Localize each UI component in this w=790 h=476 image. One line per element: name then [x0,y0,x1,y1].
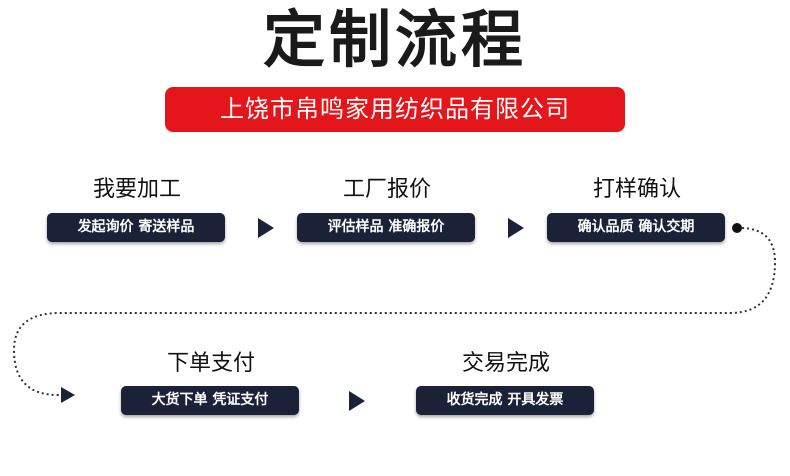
arrow-3-icon [349,391,365,411]
step-5-title: 交易完成 [461,351,550,376]
connector-arrow-icon [61,387,75,403]
step-4-detail: 大货下单 凭证支付 [121,386,299,415]
step-3-title: 打样确认 [592,177,681,202]
step-4-title: 下单支付 [166,351,255,376]
dotted-path [12,227,777,396]
page-title: 定制流程 [262,3,527,76]
step-2-detail: 评估样品 准确报价 [297,213,475,242]
step-5-detail: 收货完成 开具发票 [416,386,594,415]
connector-start-dot [732,223,742,233]
step-1-title: 我要加工 [92,177,181,202]
company-banner: 上饶市帛鸣家用纺织品有限公司 [165,87,625,132]
step-2-title: 工厂报价 [342,177,431,202]
arrow-2-icon [508,218,524,238]
step-1-detail: 发起询价 寄送样品 [47,213,225,242]
step-3-detail: 确认品质 确认交期 [547,213,725,242]
arrow-1-icon [258,218,274,238]
